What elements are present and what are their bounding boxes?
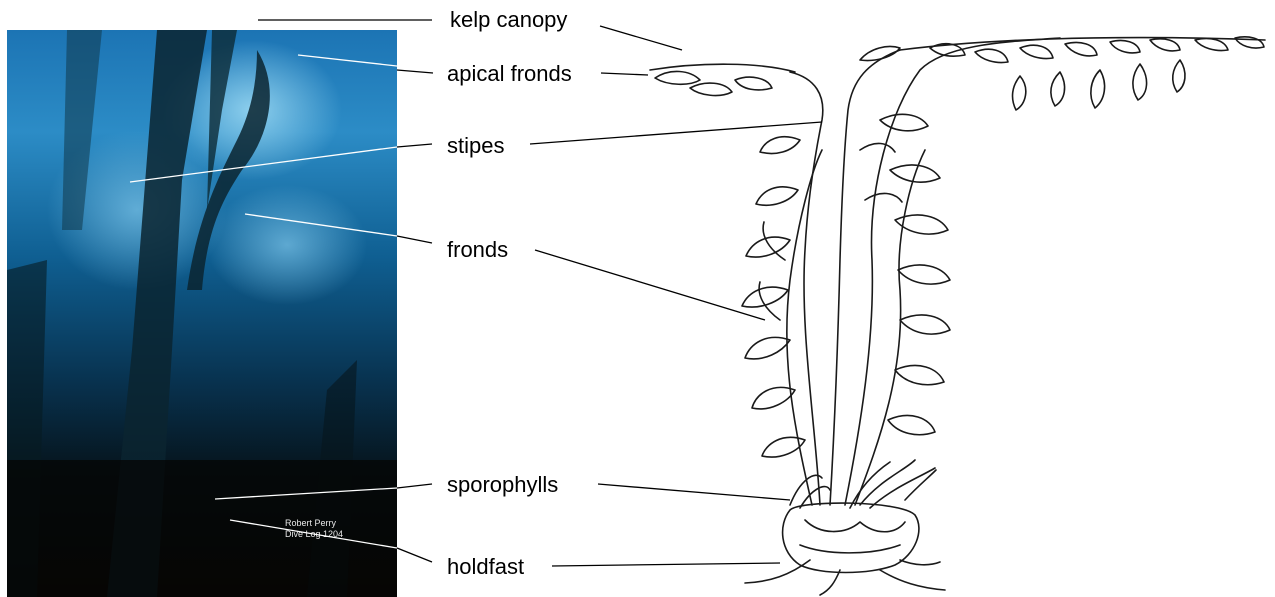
label-apical-fronds: apical fronds <box>447 62 572 86</box>
leader-sporophylls-white <box>397 484 432 488</box>
leader-sporophylls-photo <box>215 488 397 499</box>
leader-holdfast-right <box>552 563 780 566</box>
label-holdfast: holdfast <box>447 555 524 579</box>
leader-kelp-canopy-right <box>600 26 682 50</box>
leader-holdfast-white <box>397 548 432 562</box>
leader-fronds-white <box>397 236 432 243</box>
leader-holdfast-photo <box>230 520 397 548</box>
leader-stipes-photo <box>130 147 397 182</box>
label-fronds: fronds <box>447 238 508 262</box>
label-kelp-canopy: kelp canopy <box>450 8 567 32</box>
leader-apical-right <box>601 73 648 75</box>
leader-apical-photo <box>298 55 433 70</box>
label-stipes: stipes <box>447 134 504 158</box>
leader-fronds-right <box>535 250 765 320</box>
leader-apical-white <box>397 70 433 73</box>
photo-leader-lines <box>130 55 433 548</box>
label-sporophylls: sporophylls <box>447 473 558 497</box>
leader-sporophylls-right <box>598 484 790 500</box>
leader-fronds-photo <box>245 214 397 236</box>
leader-stipes-right <box>530 122 822 144</box>
leader-stipes-white <box>397 144 432 147</box>
